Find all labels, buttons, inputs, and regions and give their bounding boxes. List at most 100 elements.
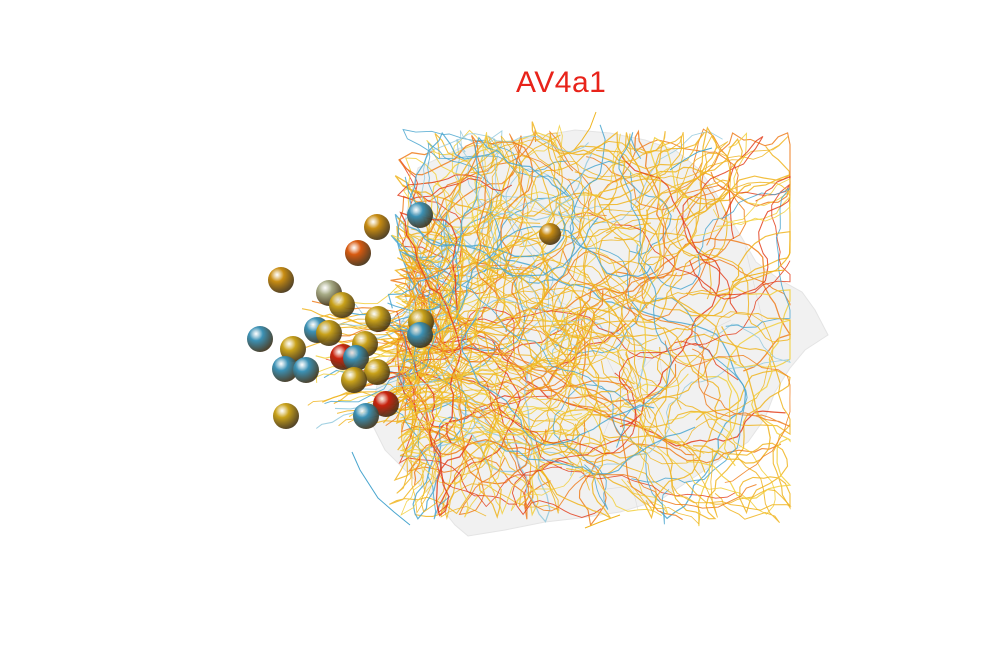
neurite-fiber: [546, 238, 642, 366]
neurite-fiber: [574, 231, 791, 340]
neurite-fiber: [602, 423, 791, 515]
neurite-fiber: [552, 135, 732, 344]
soma-sphere: [341, 367, 367, 393]
neurite-fiber: [398, 421, 494, 514]
neurite-fiber: [333, 391, 425, 481]
neurite-fiber: [554, 202, 588, 367]
neurite-fiber: [449, 254, 582, 465]
neurite-fiber: [551, 297, 748, 484]
neurite-fiber: [387, 136, 569, 309]
neurite-fiber: [616, 132, 672, 448]
neurite-fiber: [358, 152, 593, 339]
neurite-fiber: [442, 372, 591, 512]
neurite-fiber: [385, 231, 533, 519]
soma-sphere: [343, 345, 369, 371]
neurite-fiber: [411, 347, 599, 385]
neurite-fiber: [498, 426, 696, 475]
neurite-fiber: [669, 179, 791, 343]
neurite-fiber: [586, 156, 747, 309]
neurite-fiber: [685, 286, 792, 500]
neurite-fiber: [396, 135, 544, 376]
neurite-fiber: [398, 192, 499, 280]
neurite-fiber: [442, 442, 560, 520]
mesh-facet-edge: [564, 241, 592, 246]
neurite-fiber: [584, 514, 621, 529]
neurite-fiber: [481, 162, 703, 350]
neurite-fiber: [466, 404, 757, 512]
neurite-fiber: [601, 269, 658, 446]
neurite-fiber: [380, 250, 510, 403]
neurite-fiber: [511, 343, 739, 519]
neurite-fiber: [446, 260, 791, 359]
neurite-fiber: [664, 369, 791, 520]
soma-sphere: [280, 336, 306, 362]
neurite-fiber: [372, 296, 736, 467]
soma-markers: [247, 202, 561, 429]
neurite-fibers: [301, 111, 792, 529]
neurite-fiber: [483, 330, 633, 396]
neurite-fiber: [398, 248, 635, 385]
neurite-fiber: [435, 156, 499, 355]
soma-sphere: [329, 292, 355, 318]
neurite-fiber: [486, 135, 729, 276]
neurite-fiber: [427, 142, 505, 269]
neurite-fiber: [393, 131, 723, 357]
neurite-fiber: [638, 136, 690, 394]
soma-sphere: [345, 240, 371, 266]
neurite-fiber: [399, 427, 571, 517]
neurite-fiber: [531, 121, 631, 167]
neurite-fiber: [345, 358, 433, 494]
neurite-fiber: [408, 131, 599, 277]
soma-sphere: [364, 214, 390, 240]
neurite-fiber: [309, 323, 469, 409]
neurite-fiber: [391, 262, 535, 391]
neurite-fiber: [451, 129, 520, 329]
neurite-fiber: [461, 317, 655, 446]
soma-sphere: [353, 403, 379, 429]
neurite-fiber: [517, 306, 667, 417]
neurite-fiber: [520, 258, 737, 363]
neurite-fiber: [396, 226, 471, 424]
neurite-fiber: [669, 147, 713, 171]
neurite-fiber: [351, 451, 411, 526]
neurite-fiber: [635, 308, 791, 427]
neurite-fiber: [596, 132, 705, 182]
neurite-fiber: [376, 418, 466, 517]
neurite-fiber: [731, 269, 786, 283]
neurite-fiber: [552, 126, 718, 338]
soma-sphere: [293, 357, 319, 383]
soma-sphere: [365, 306, 391, 332]
soma-sphere: [272, 356, 298, 382]
neurite-fiber: [453, 221, 617, 377]
neurite-fiber: [640, 410, 718, 518]
neurite-fiber: [697, 319, 791, 527]
neurite-fiber: [377, 197, 615, 350]
neurite-fiber: [592, 138, 743, 226]
neurite-fiber: [396, 135, 501, 341]
neurite-fiber: [573, 111, 597, 151]
neurite-fiber: [445, 240, 611, 519]
neurite-fiber: [396, 131, 500, 310]
neurite-fiber: [544, 181, 791, 345]
neurite-fiber: [384, 306, 637, 455]
neurite-fiber: [579, 323, 791, 479]
neurite-fiber: [400, 268, 633, 392]
neurite-fiber: [459, 438, 662, 518]
neurite-fiber: [557, 131, 647, 291]
neurite-fiber: [338, 139, 527, 402]
soma-sphere: [268, 267, 294, 293]
neurite-fiber: [603, 437, 792, 511]
soma-sphere: [373, 391, 399, 417]
neurite-fiber: [391, 207, 530, 272]
mesh-facet-edge: [631, 485, 639, 510]
neurite-fiber: [394, 268, 573, 436]
neurite-fiber: [676, 128, 732, 246]
neurite-fiber: [399, 399, 606, 513]
soma-sphere: [539, 223, 561, 245]
neurite-fiber: [335, 275, 702, 465]
neurite-fiber: [367, 343, 677, 403]
neurite-fiber: [396, 174, 513, 200]
neurite-fiber: [573, 265, 682, 410]
neurite-fiber: [487, 134, 624, 355]
